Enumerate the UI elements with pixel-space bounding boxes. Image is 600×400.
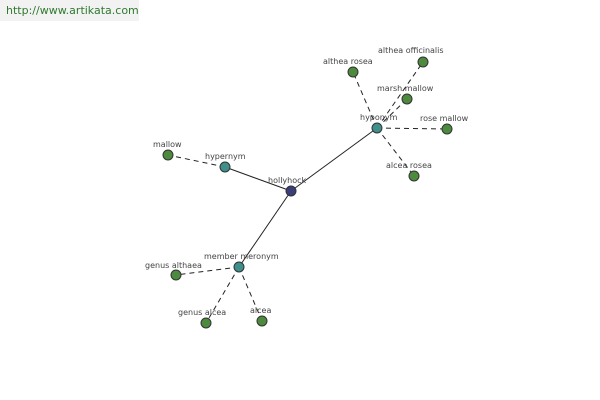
node-althea-officinalis[interactable] [417, 56, 429, 68]
label-althea-rosea: althea rosea [323, 57, 373, 66]
label-genus-alcea: genus alcea [178, 308, 226, 317]
label-mallow: mallow [153, 140, 182, 149]
edge-member-meronym-genus-alcea [205, 266, 240, 324]
site-url[interactable]: http://www.artikata.com [6, 4, 139, 17]
node-rose-mallow[interactable] [441, 123, 453, 135]
edge-hypernym-mallow [167, 154, 226, 168]
label-alcea: alcea [250, 306, 271, 315]
label-marsh-mallow: marsh mallow [377, 84, 434, 93]
node-hypernym[interactable] [219, 161, 231, 173]
node-marsh-mallow[interactable] [401, 93, 413, 105]
node-alcea[interactable] [256, 315, 268, 327]
url-banner: http://www.artikata.com [0, 0, 139, 21]
label-hypernym: hypernym [205, 152, 246, 161]
label-alcea-rosea: alcea rosea [386, 161, 432, 170]
edge-hyponym-althea-officinalis [376, 61, 424, 129]
node-mallow[interactable] [162, 149, 174, 161]
edge-member-meronym-genus-althaea [175, 266, 240, 276]
edge-hollyhock-hypernym [224, 166, 292, 192]
edge-hyponym-althea-rosea [352, 71, 378, 129]
edge-hollyhock-hyponym [290, 127, 378, 192]
label-member-meronym: member meronym [204, 252, 279, 261]
node-hyponym[interactable] [371, 122, 383, 134]
label-hyponym: hyponym [360, 113, 398, 122]
edge-hollyhock-member-meronym [238, 190, 292, 268]
edge-hyponym-marsh-mallow [376, 98, 408, 129]
edge-member-meronym-alcea [238, 266, 263, 322]
edge-hyponym-rose-mallow [376, 127, 448, 130]
node-hollyhock[interactable] [285, 185, 297, 197]
label-hollyhock: hollyhock [268, 176, 307, 185]
node-althea-rosea[interactable] [347, 66, 359, 78]
node-genus-althaea[interactable] [170, 269, 182, 281]
node-genus-alcea[interactable] [200, 317, 212, 329]
graph-labels: hollyhock hypernym hyponym member meronym ma… [145, 46, 469, 317]
label-althea-officinalis: althea officinalis [378, 46, 444, 55]
graph-edges [167, 61, 448, 324]
label-genus-althaea: genus althaea [145, 261, 202, 270]
graph-nodes [162, 56, 453, 329]
node-member-meronym[interactable] [233, 261, 245, 273]
node-alcea-rosea[interactable] [408, 170, 420, 182]
edge-hyponym-alcea-rosea [376, 127, 415, 177]
label-rose-mallow: rose mallow [420, 114, 469, 123]
